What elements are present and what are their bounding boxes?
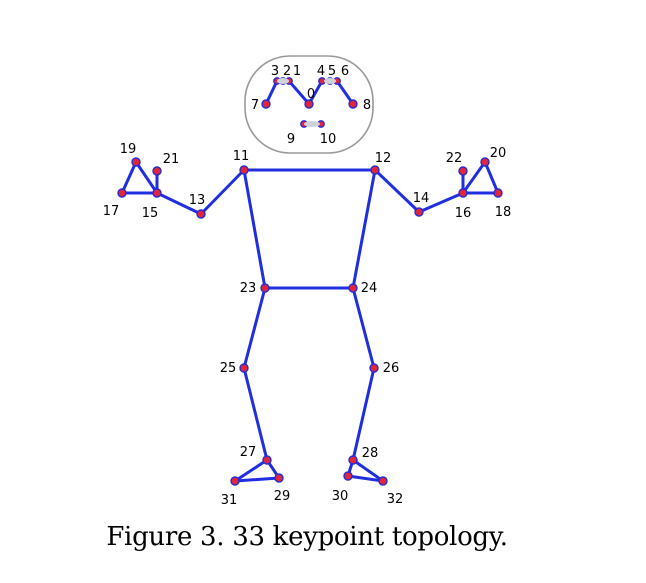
keypoint-label-7: 7 bbox=[251, 98, 259, 113]
keypoint-7 bbox=[261, 99, 271, 109]
keypoint-label-2: 2 bbox=[283, 64, 291, 79]
keypoint-31 bbox=[230, 476, 240, 486]
edge-13-15 bbox=[155, 191, 203, 216]
keypoint-label-19: 19 bbox=[120, 142, 137, 157]
edge-27-31 bbox=[233, 458, 269, 483]
mouth-mark bbox=[304, 121, 320, 127]
edge-11-13 bbox=[199, 168, 246, 216]
keypoint-label-17: 17 bbox=[103, 204, 120, 219]
keypoint-0 bbox=[304, 99, 314, 109]
keypoint-label-8: 8 bbox=[363, 98, 371, 113]
edge-24-26 bbox=[351, 286, 376, 370]
keypoint-25 bbox=[239, 363, 249, 373]
edge-16-20 bbox=[461, 160, 487, 195]
figure-caption: Figure 3. 33 keypoint topology. bbox=[106, 522, 508, 552]
keypoint-label-1: 1 bbox=[293, 64, 301, 79]
keypoint-label-16: 16 bbox=[455, 206, 472, 221]
edge-30-32 bbox=[346, 474, 385, 483]
keypoint-label-22: 22 bbox=[446, 151, 463, 166]
edge-28-32 bbox=[351, 458, 385, 483]
keypoint-label-18: 18 bbox=[495, 205, 512, 220]
keypoint-label-26: 26 bbox=[383, 361, 400, 376]
keypoint-24 bbox=[348, 283, 358, 293]
keypoint-label-6: 6 bbox=[341, 64, 349, 79]
keypoint-label-14: 14 bbox=[413, 191, 430, 206]
edge-29-31 bbox=[233, 476, 281, 483]
keypoint-label-5: 5 bbox=[328, 64, 336, 79]
keypoint-label-31: 31 bbox=[221, 493, 238, 508]
edge-11-23 bbox=[242, 168, 267, 290]
keypoint-label-15: 15 bbox=[142, 206, 159, 221]
keypoint-label-20: 20 bbox=[490, 146, 507, 161]
edge-15-19 bbox=[134, 160, 159, 195]
edge-17-19 bbox=[120, 160, 138, 195]
keypoint-label-23: 23 bbox=[240, 281, 257, 296]
keypoint-20 bbox=[480, 157, 490, 167]
keypoint-label-0: 0 bbox=[307, 87, 315, 102]
edge-12-14 bbox=[373, 168, 421, 214]
left-eye-mark bbox=[277, 78, 289, 84]
keypoint-label-9: 9 bbox=[287, 132, 295, 147]
keypoint-12 bbox=[370, 165, 380, 175]
keypoint-28 bbox=[348, 455, 358, 465]
keypoint-18 bbox=[493, 188, 503, 198]
keypoint-30 bbox=[343, 471, 353, 481]
keypoint-label-29: 29 bbox=[274, 489, 291, 504]
keypoint-15 bbox=[152, 188, 162, 198]
edge-23-25 bbox=[242, 286, 267, 370]
keypoint-22 bbox=[458, 166, 468, 176]
keypoint-27 bbox=[262, 455, 272, 465]
keypoint-label-11: 11 bbox=[233, 149, 250, 164]
keypoint-32 bbox=[378, 476, 388, 486]
edge-14-16 bbox=[417, 191, 465, 214]
keypoint-17 bbox=[117, 188, 127, 198]
right-eye-mark bbox=[324, 78, 336, 84]
keypoint-13 bbox=[196, 209, 206, 219]
keypoint-label-3: 3 bbox=[271, 64, 279, 79]
keypoint-29 bbox=[274, 473, 284, 483]
keypoint-label-12: 12 bbox=[375, 151, 392, 166]
edge-18-20 bbox=[483, 160, 500, 195]
keypoint-label-13: 13 bbox=[189, 193, 206, 208]
edge-26-28 bbox=[351, 366, 376, 462]
keypoint-label-21: 21 bbox=[163, 152, 180, 167]
keypoint-11 bbox=[239, 165, 249, 175]
keypoint-26 bbox=[369, 363, 379, 373]
keypoint-21 bbox=[152, 166, 162, 176]
head-outline bbox=[244, 55, 374, 154]
keypoint-14 bbox=[414, 207, 424, 217]
keypoint-label-24: 24 bbox=[361, 281, 378, 296]
edge-12-24 bbox=[351, 168, 377, 290]
keypoint-label-10: 10 bbox=[320, 132, 337, 147]
keypoint-label-4: 4 bbox=[317, 64, 325, 79]
keypoint-label-27: 27 bbox=[240, 445, 257, 460]
keypoint-8 bbox=[348, 99, 358, 109]
keypoint-label-25: 25 bbox=[220, 361, 237, 376]
keypoint-23 bbox=[260, 283, 270, 293]
keypoint-label-30: 30 bbox=[332, 489, 349, 504]
keypoint-label-32: 32 bbox=[387, 492, 404, 507]
keypoint-19 bbox=[131, 157, 141, 167]
edge-25-27 bbox=[242, 366, 269, 462]
edge-0-1 bbox=[287, 79, 311, 106]
keypoint-16 bbox=[458, 188, 468, 198]
keypoint-label-28: 28 bbox=[362, 446, 379, 461]
